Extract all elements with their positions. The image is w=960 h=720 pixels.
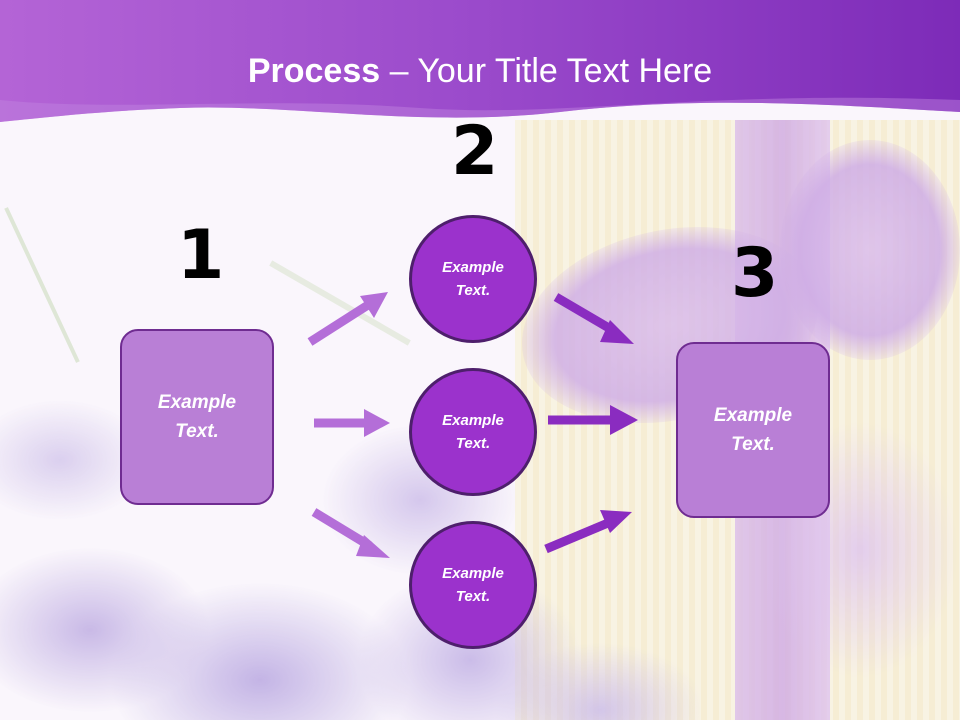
step-2-circle-bottom: Example Text. — [409, 521, 537, 649]
arrow-1-to-middle — [314, 409, 390, 437]
step-number-2: 2 — [451, 112, 499, 191]
iris-flowers-image — [0, 380, 700, 720]
bow-loop-image — [780, 140, 960, 360]
arrow-top-to-3 — [553, 293, 634, 344]
step-3-box: Example Text. — [676, 342, 830, 518]
header-band: Process – Your Title Text Here — [0, 0, 960, 140]
circle-bottom-text: Example Text. — [442, 565, 504, 605]
arrow-middle-to-3 — [548, 405, 638, 435]
step-2-circle-middle: Example Text. — [409, 368, 537, 496]
step-1-text: Example Text. — [157, 392, 237, 442]
page-title: Process – Your Title Text Here — [0, 52, 960, 91]
header-wave — [0, 0, 960, 122]
circle-middle-text: Example Text. — [442, 412, 504, 452]
arrow-bottom-to-3 — [544, 510, 632, 554]
circle-top-text: Example Text. — [442, 259, 504, 299]
arrow-1-to-bottom — [311, 508, 390, 558]
arrow-1-to-top — [307, 292, 388, 346]
step-number-3: 3 — [731, 234, 779, 313]
title-bold: Process — [247, 52, 381, 90]
title-rest: – Your Title Text Here — [380, 52, 713, 90]
step-3-text: Example Text. — [713, 405, 793, 455]
step-2-circle-top: Example Text. — [409, 215, 537, 343]
step-number-1: 1 — [177, 216, 225, 295]
step-1-box: Example Text. — [120, 329, 274, 505]
